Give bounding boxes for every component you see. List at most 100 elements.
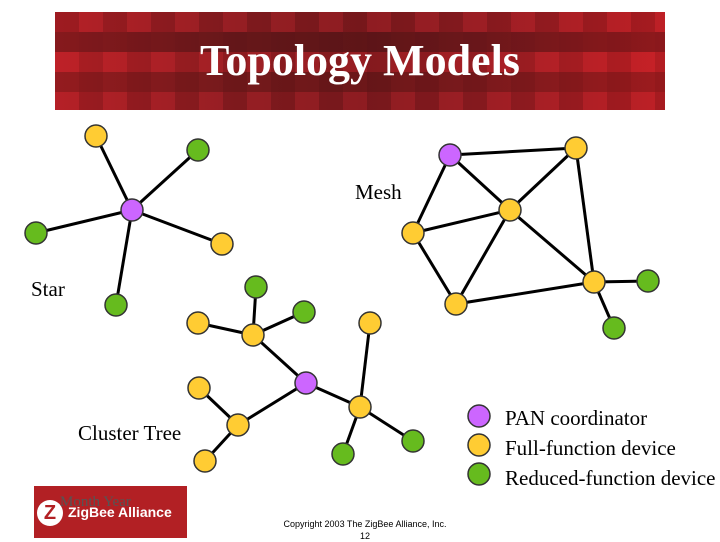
link-tree-ffd-hub-c-to-tree-ffd-2 [358,322,372,408]
banner-tile [487,32,511,52]
link-mesh-ffd-3-to-mesh-ffd-5 [411,232,458,305]
banner-tile [79,32,103,52]
banner-tile [391,92,415,110]
banner-tile [295,52,319,72]
node-tree-ffd-hub-a [241,323,265,347]
link-mesh-ffd-2-to-mesh-ffd-3 [412,208,511,235]
banner-tile [295,92,319,110]
node-tree-ffd-2 [358,311,382,335]
banner-tile [415,32,439,52]
banner-tile [55,52,79,72]
banner-tile [247,52,271,72]
banner-tile [223,12,247,32]
banner-tile [247,32,271,52]
banner-tile [247,72,271,92]
banner-tile [415,72,439,92]
banner-tile [415,12,439,32]
banner-tile [295,72,319,92]
node-mesh-rfd-2 [602,316,626,340]
node-mesh-ffd-2 [498,198,522,222]
banner-tile [271,72,295,92]
node-tree-rfd-1 [244,275,268,299]
banner-tile [655,32,665,52]
banner-tile [631,92,655,110]
month-year-text: Month Year [60,494,131,510]
node-tree-ffd-3 [187,376,211,400]
banner-tile [343,72,367,92]
link-tree-pan-to-tree-ffd-hub-b [237,381,307,427]
node-mesh-pan [438,143,462,167]
banner-tile [559,32,583,52]
node-tree-ffd-1 [186,311,210,335]
banner-tile [415,92,439,110]
banner-tile [391,12,415,32]
link-star-pan-to-star-ffd-1 [94,135,134,211]
banner-tile [319,32,343,52]
link-tree-pan-to-tree-ffd-hub-a [251,333,308,385]
node-star-ffd-1 [84,124,108,148]
banner-tile [319,92,343,110]
banner-tile [655,92,665,110]
node-mesh-ffd-4 [582,270,606,294]
node-tree-rfd-4 [331,442,355,466]
banner-tile [127,52,151,72]
star-label: Star [31,277,65,301]
banner-tile [439,32,463,52]
slide-title: Topology Models [200,36,520,85]
banner-tile [151,12,175,32]
banner-tile [151,52,175,72]
link-star-pan-to-star-rfd-3 [114,209,134,306]
banner-tile [55,72,79,92]
cluster-tree-label: Cluster Tree [78,421,182,445]
banner-tile [511,32,535,52]
mesh-label: Mesh [355,180,402,204]
banner-tile [319,12,343,32]
zigbee-alliance-logo: Z ZigBee Alliance [34,486,187,538]
banner-tile [151,32,175,52]
banner-tile [175,52,199,72]
banner-tile [415,52,439,72]
banner-tile [583,32,607,52]
banner-tile [367,92,391,110]
node-mesh-ffd-3 [401,221,425,245]
banner-tile [103,32,127,52]
banner-tile [607,12,631,32]
page-number: 12 [359,531,370,541]
banner-tile [103,52,127,72]
banner-tile [583,72,607,92]
node-star-rfd-1 [186,138,210,162]
banner-tile [583,12,607,32]
link-star-pan-to-star-rfd-2 [35,208,133,235]
banner-tile [631,52,655,72]
link-mesh-pan-to-mesh-ffd-3 [411,154,452,234]
banner-tile [463,32,487,52]
banner-tile [127,92,151,110]
banner-tile [367,32,391,52]
banner-tile [103,72,127,92]
banner-tile [295,12,319,32]
banner-tile [655,72,665,92]
banner-tile [631,12,655,32]
banner-tile [271,52,295,72]
banner-tile [319,52,343,72]
banner-tile [247,92,271,110]
logo-text: ZigBee Alliance [68,504,172,520]
banner-tile [487,12,511,32]
link-mesh-pan-to-mesh-ffd-1 [449,146,577,157]
banner-tile [343,12,367,32]
node-tree-rfd-3 [401,429,425,453]
banner-tile [511,52,535,72]
banner-tile [175,32,199,52]
link-mesh-ffd-2-to-mesh-ffd-4 [509,208,595,284]
banner-tile [127,12,151,32]
banner-tile [535,72,559,92]
banner-tile [583,92,607,110]
banner-tile [223,92,247,110]
banner-tile [559,92,583,110]
banner-tile [247,12,271,32]
banner-tile [199,32,223,52]
banner-tile [511,72,535,92]
banner-tile [487,92,511,110]
banner-tile [367,72,391,92]
legend-rfd-icon [467,462,491,486]
